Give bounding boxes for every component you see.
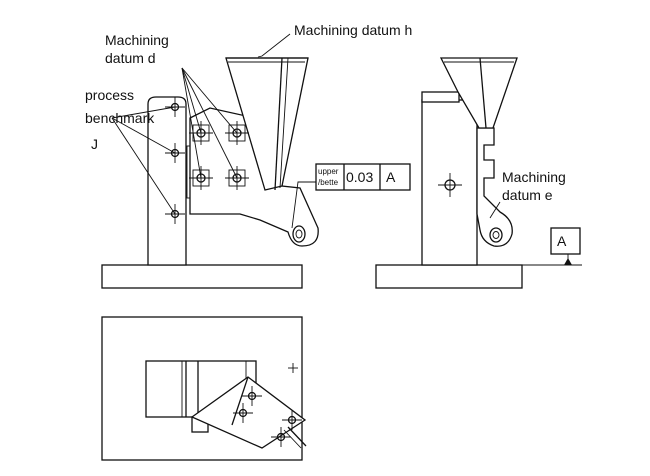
front-lug-hole-inner: [295, 229, 303, 239]
leader-tolerance: [291, 181, 316, 229]
tolerance-symbol-line1: upper: [318, 167, 339, 176]
front-funnel-spine2: [279, 57, 289, 189]
front-arm-plate: [189, 107, 319, 247]
datum-a-letter: A: [557, 233, 567, 249]
label-process-1: process: [85, 87, 134, 103]
front-base: [101, 264, 303, 289]
label-datum-d-1: Machining: [105, 32, 169, 48]
side-column-cap: [421, 91, 460, 103]
side-bracket: [476, 127, 513, 247]
tolerance-symbol-line2: /bette: [318, 178, 339, 187]
label-datum-h: Machining datum h: [294, 22, 412, 38]
side-base: [375, 264, 523, 289]
leader-datum-e: [489, 201, 501, 219]
front-column: [147, 96, 187, 266]
front-view: [101, 33, 319, 289]
side-lug-hole: [489, 227, 503, 243]
label-datum-d-2: datum d: [105, 50, 156, 66]
leader-datum-h: [257, 33, 291, 58]
label-datum-e-2: datum e: [502, 187, 553, 203]
datum-a-triangle: [564, 258, 572, 265]
label-datum-e-1: Machining: [502, 169, 566, 185]
datum-a-box: [550, 227, 581, 255]
side-column: [421, 99, 478, 266]
leaders-process: [111, 106, 176, 215]
front-lug-hole: [292, 225, 306, 243]
label-process-3: J: [91, 136, 98, 152]
tolerance-datum: A: [386, 169, 396, 185]
label-process-2: benchmark: [85, 110, 155, 126]
tolerance-value: 0.03: [346, 169, 373, 185]
top-funnel: [190, 376, 307, 449]
top-view: [101, 316, 307, 461]
leaders-datum-d: [181, 67, 238, 179]
front-funnel-spine: [274, 57, 283, 191]
tolerance-frame: upper /bette 0.03 A: [315, 163, 411, 191]
side-view: A: [375, 57, 582, 289]
